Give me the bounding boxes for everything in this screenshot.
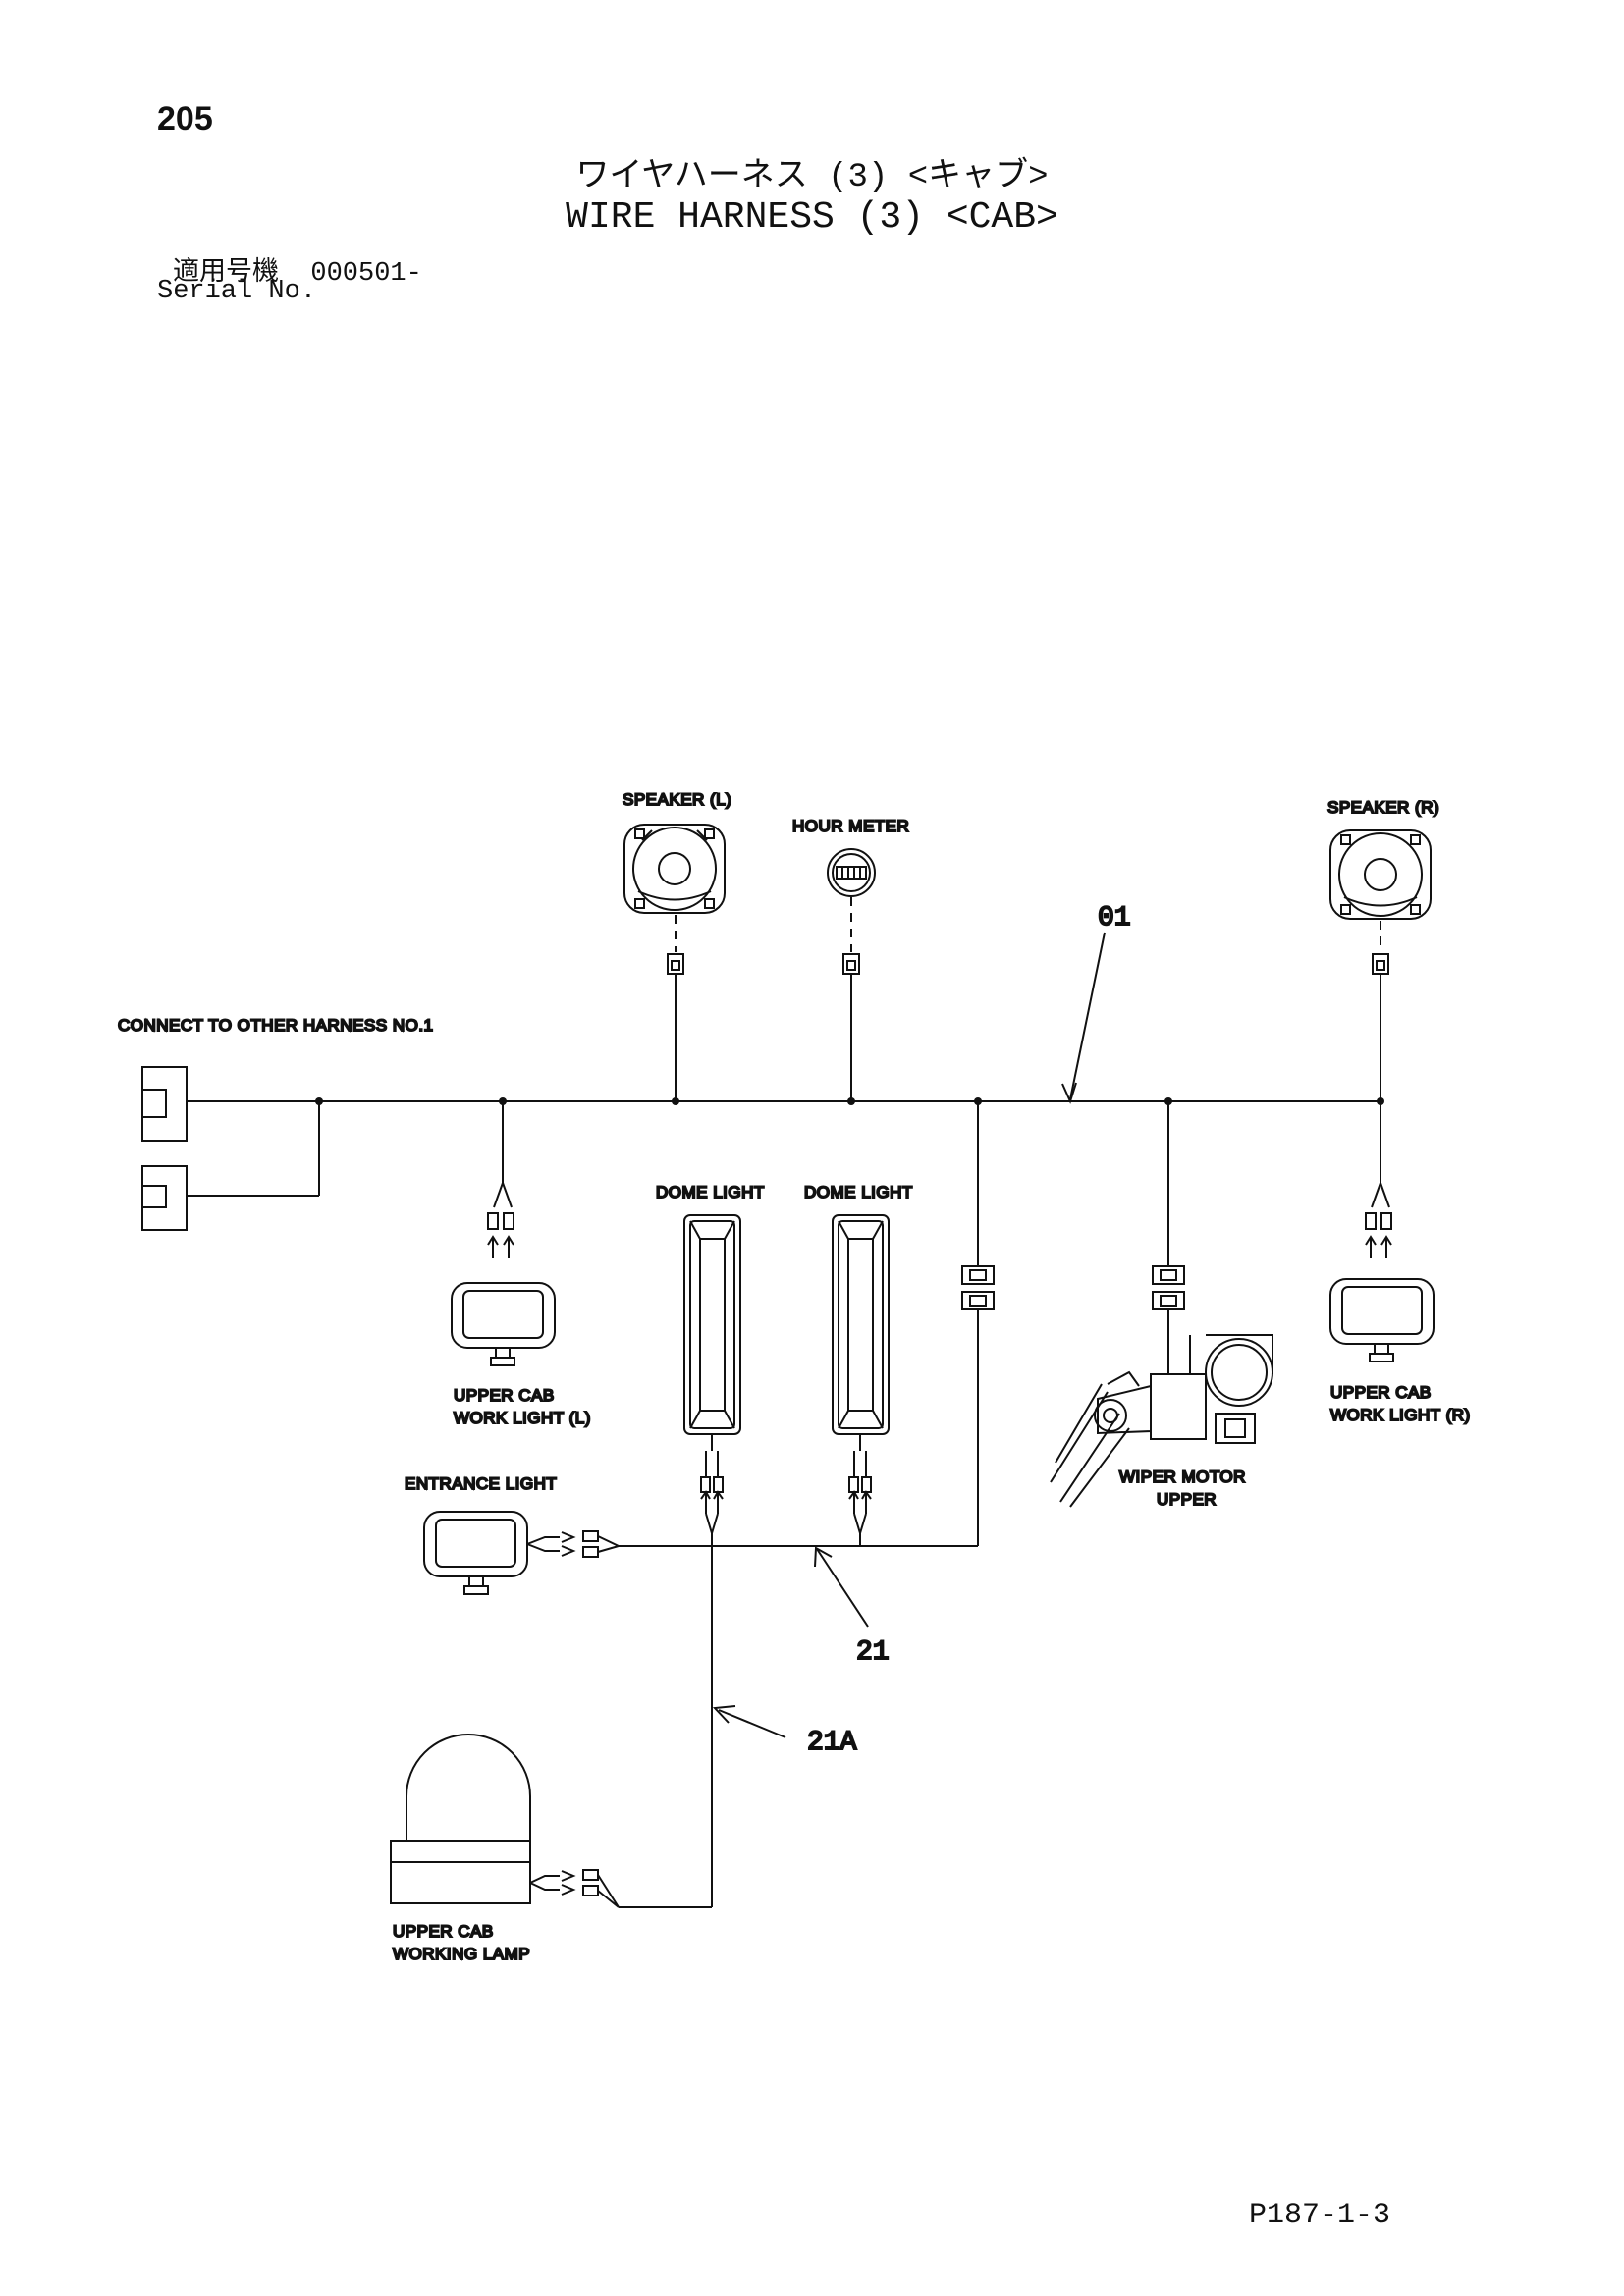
working-lamp-connector [529, 1869, 620, 1908]
main-harness-01 [187, 1097, 1384, 1197]
label-speaker-right: SPEAKER (R) [1327, 798, 1439, 817]
label-connect-other-harness: CONNECT TO OTHER HARNESS NO.1 [118, 1016, 434, 1035]
entrance-light-connector [526, 1530, 622, 1558]
label-working-lamp-1: UPPER CAB [393, 1922, 494, 1941]
label-work-light-right-1: UPPER CAB [1330, 1383, 1432, 1402]
label-dome-light-2: DOME LIGHT [804, 1183, 913, 1201]
dome-light-1-connector [700, 1434, 724, 1537]
label-speaker-left: SPEAKER (L) [623, 790, 731, 809]
title-japanese: ワイヤハーネス (3) <キャブ> [575, 159, 1049, 196]
work-light-left-icon [451, 1282, 556, 1366]
label-working-lamp-2: WORKING LAMP [393, 1945, 530, 1963]
page-code: P187-1-3 [1249, 2199, 1391, 2232]
dome-light-2-connector [848, 1434, 872, 1537]
serial-label-english: Serial No. [157, 277, 317, 306]
wiper-motor-icon [1050, 1334, 1273, 1508]
serial-line-japanese: 適用号機 000501- [173, 249, 422, 289]
work-light-left-connector [487, 1212, 514, 1258]
callout-01: 01 [1098, 903, 1131, 934]
serial-label-japanese: 適用号機 [173, 259, 279, 289]
label-hour-meter: HOUR METER [792, 817, 909, 835]
dome-light-2-icon [832, 1214, 890, 1435]
sub-harness-21 [619, 1101, 995, 1907]
work-light-right-connector [1365, 1212, 1392, 1258]
label-wiper-motor-1: WIPER MOTOR [1119, 1468, 1246, 1486]
speaker-left-connector [667, 953, 684, 975]
dome-light-1-icon [683, 1214, 741, 1435]
callout-21: 21 [856, 1637, 890, 1668]
label-work-light-left-2: WORK LIGHT (L) [454, 1409, 591, 1427]
work-light-right-icon [1329, 1278, 1435, 1362]
hour-meter-icon [827, 848, 876, 897]
label-wiper-motor-2: UPPER [1157, 1490, 1217, 1509]
label-work-light-right-2: WORK LIGHT (R) [1330, 1406, 1471, 1424]
hour-meter-connector [842, 953, 860, 975]
working-lamp-icon [390, 1734, 531, 1904]
serial-value: 000501- [310, 259, 422, 289]
speaker-right-connector [1372, 953, 1389, 975]
callout-21a: 21A [807, 1728, 857, 1758]
connector-other-harness-lower [141, 1165, 188, 1231]
wiper-motor-connector [1152, 1265, 1185, 1374]
speaker-right-icon [1329, 829, 1432, 920]
page-number: 205 [157, 100, 213, 137]
label-entrance-light: ENTRANCE LIGHT [405, 1474, 557, 1493]
speaker-left-icon [623, 824, 726, 914]
label-dome-light-1: DOME LIGHT [656, 1183, 765, 1201]
entrance-light-icon [423, 1511, 528, 1595]
connector-other-harness-upper [141, 1066, 188, 1142]
title-english: WIRE HARNESS (3) <CAB> [566, 196, 1058, 239]
label-work-light-left-1: UPPER CAB [454, 1386, 555, 1405]
